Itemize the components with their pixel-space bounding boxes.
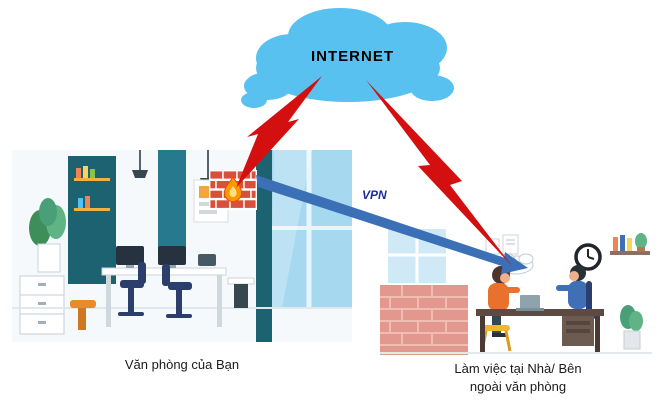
- clock-icon: [574, 243, 602, 271]
- home-scene-graphic: [380, 225, 652, 355]
- home-illustration: [380, 225, 652, 355]
- home-caption-line2: ngoài văn phòng: [469, 378, 567, 394]
- office-illustration: [12, 150, 352, 342]
- internet-label: INTERNET: [311, 48, 394, 65]
- home-caption-line1: Làm việc tại Nhà/ Bên: [454, 361, 582, 376]
- office-scene-graphic: [12, 150, 352, 342]
- laptop-icon: [516, 295, 544, 311]
- firewall-icon: [208, 169, 258, 210]
- home-caption: Làm việc tại Nhà/ Bên ngoài văn phòng: [388, 360, 648, 395]
- office-caption: Văn phòng của Bạn: [124, 357, 240, 372]
- vpn-label: VPN: [362, 188, 387, 202]
